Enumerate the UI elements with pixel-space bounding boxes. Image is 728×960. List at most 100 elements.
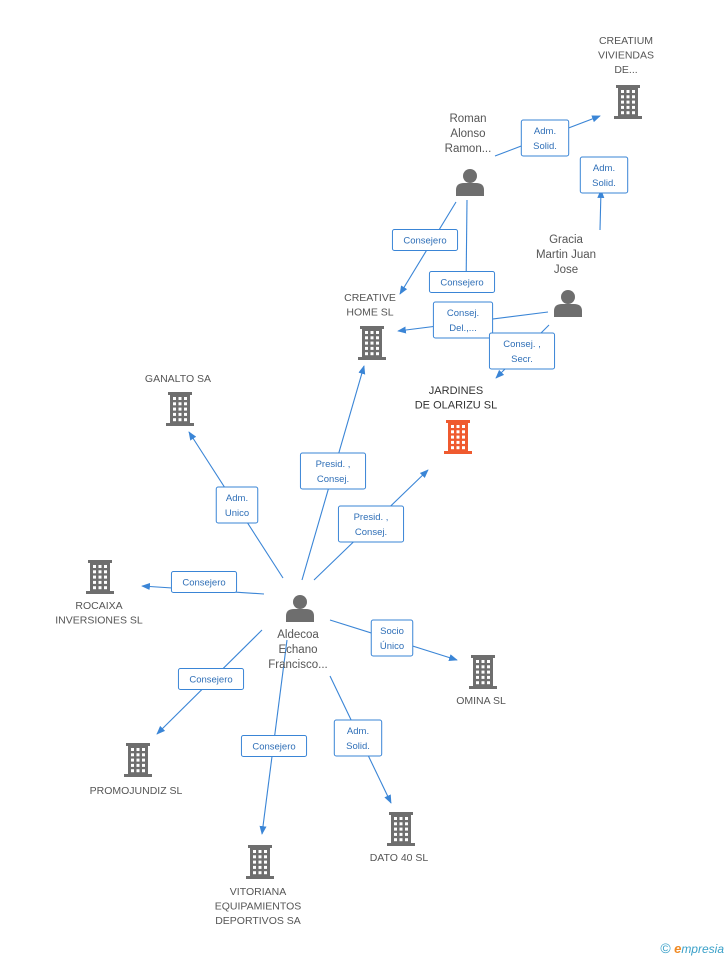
building-icon xyxy=(246,845,274,879)
edge-label-text: Consejero xyxy=(403,236,446,247)
node-label[interactable]: Jose xyxy=(554,264,578,276)
edge-label-box[interactable] xyxy=(215,486,259,524)
node-ganalto[interactable]: GANALTO SA xyxy=(145,373,211,426)
node-label[interactable]: DE... xyxy=(614,64,637,76)
node-label[interactable]: VIVIENDAS xyxy=(598,50,654,62)
building-icon xyxy=(358,326,386,360)
node-label[interactable]: DEPORTIVOS SA xyxy=(215,915,301,927)
node-dato40[interactable]: DATO 40 SL xyxy=(370,812,429,864)
node-aldecoa[interactable]: AldecoaEchanoFrancisco... xyxy=(268,595,328,671)
edge-aldecoa-to-ganalto: Adm. Unico xyxy=(188,431,284,579)
node-label[interactable]: Gracia xyxy=(549,234,583,246)
edge-label-text: Consejero xyxy=(189,675,232,686)
node-label[interactable]: CREATIUM xyxy=(599,35,653,47)
edge-aldecoa-to-vitoriana: Consejero xyxy=(240,639,308,835)
node-label[interactable]: ROCAIXA xyxy=(75,600,122,612)
node-label[interactable]: GANALTO SA xyxy=(145,373,211,385)
node-label[interactable]: Echano xyxy=(278,644,317,656)
node-label[interactable]: INVERSIONES SL xyxy=(55,615,143,627)
edge-label-box[interactable] xyxy=(370,619,414,657)
node-label[interactable]: Aldecoa xyxy=(277,629,319,641)
node-label[interactable]: CREATIVE xyxy=(344,292,396,304)
edge-label-text: Unico xyxy=(225,508,249,519)
edge-label-box[interactable] xyxy=(579,156,629,194)
node-label[interactable]: Roman xyxy=(449,113,486,125)
edge-label-text: Socio xyxy=(380,626,404,637)
building-icon xyxy=(166,392,194,426)
edge-aldecoa-to-promojundiz: Consejero xyxy=(156,629,263,735)
node-label[interactable]: PROMOJUNDIZ SL xyxy=(90,785,183,797)
node-jardines[interactable]: JARDINES DE OLARIZU SL xyxy=(415,385,498,454)
node-creative[interactable]: CREATIVE HOME SL xyxy=(344,292,396,360)
edge-label-box[interactable] xyxy=(391,229,459,251)
node-label[interactable]: Alonso xyxy=(450,128,485,140)
person-icon xyxy=(456,169,484,196)
edge-roman-to-creatium: Adm. Solid. xyxy=(494,115,601,157)
edge-aldecoa-to-jardines: Presid. , Consej. xyxy=(313,469,429,581)
building-icon xyxy=(86,560,114,594)
node-label[interactable]: JARDINES xyxy=(429,385,483,397)
edge-label-text: Consejero xyxy=(252,742,295,753)
brand-name: mpresia xyxy=(681,942,724,956)
brand-footer: © empresia xyxy=(660,940,724,956)
building-icon xyxy=(387,812,415,846)
edge-label-box[interactable] xyxy=(337,505,405,543)
building-icon xyxy=(469,655,497,689)
edge-label-text: Consejero xyxy=(440,278,483,289)
edge-label-text: Consej. xyxy=(447,308,479,319)
edge-label-text: Presid. , xyxy=(354,512,389,523)
node-label[interactable]: OMINA SL xyxy=(456,695,506,707)
edge-label-text: Adm. xyxy=(534,126,556,137)
edge-gracia-to-jardines: Consej. ,Secr. xyxy=(488,324,556,379)
building-icon xyxy=(444,420,472,454)
edge-label-box[interactable] xyxy=(177,668,245,690)
node-omina[interactable]: OMINA SL xyxy=(456,655,506,707)
node-label[interactable]: HOME SL xyxy=(346,307,393,319)
brand-logo-initial: e xyxy=(674,941,682,956)
edge-label-text: Consej. xyxy=(317,474,349,485)
edge-label-text: Solid. xyxy=(592,178,616,189)
edge-label-box[interactable] xyxy=(428,271,496,293)
node-label[interactable]: Martin Juan xyxy=(536,249,596,261)
node-roman[interactable]: RomanAlonsoRamon... xyxy=(445,113,492,196)
edge-label-text: Del.,... xyxy=(449,323,476,334)
edge-roman-to-creative: Consejero xyxy=(391,201,459,295)
edges-layer: Adm.Solid.Adm.Solid.ConsejeroConsejeroCo… xyxy=(141,115,629,835)
edge-label-box[interactable] xyxy=(170,571,238,593)
edge-label-box[interactable] xyxy=(299,452,367,490)
edge-line xyxy=(597,189,605,231)
edge-roman-to-jardines: Consejero xyxy=(428,199,496,293)
edge-label-box[interactable] xyxy=(432,301,494,339)
edge-label-box[interactable] xyxy=(520,119,570,157)
edge-label-text: Único xyxy=(380,641,404,652)
copyright-icon: © xyxy=(660,940,671,956)
edge-aldecoa-to-creative: Presid. ,Consej. xyxy=(299,365,367,581)
node-label[interactable]: Francisco... xyxy=(268,659,327,671)
edge-label-text: Solid. xyxy=(533,141,557,152)
person-icon xyxy=(554,290,582,317)
edge-aldecoa-to-rocaixa: Consejero xyxy=(141,571,265,595)
node-rocaixa[interactable]: ROCAIXA INVERSIONES SL xyxy=(55,560,143,627)
edge-label-text: Adm. xyxy=(226,493,248,504)
edge-label-box[interactable] xyxy=(333,719,383,757)
node-vitoriana[interactable]: VITORIANA EQUIPAMIENTOS DEPORTIVOS SA xyxy=(215,845,302,927)
node-promojundiz[interactable]: PROMOJUNDIZ SL xyxy=(90,743,183,797)
node-label[interactable]: Ramon... xyxy=(445,143,492,155)
node-label[interactable]: DATO 40 SL xyxy=(370,852,429,864)
person-icon xyxy=(286,595,314,622)
edge-label-text: Adm. xyxy=(593,163,615,174)
edge-label-text: Consej. , xyxy=(503,339,541,350)
edge-label-box[interactable] xyxy=(240,735,308,757)
edge-gracia-to-creative: Consej. Del.,... xyxy=(397,301,549,339)
building-icon xyxy=(124,743,152,777)
node-label[interactable]: DE OLARIZU SL xyxy=(415,400,498,412)
node-creatium[interactable]: CREATIUM VIVIENDAS DE... xyxy=(598,35,654,119)
node-label[interactable]: EQUIPAMIENTOS xyxy=(215,901,302,913)
edge-label-box[interactable] xyxy=(488,332,556,370)
edge-label-text: Consejero xyxy=(182,578,225,589)
node-label[interactable]: VITORIANA xyxy=(230,886,286,898)
